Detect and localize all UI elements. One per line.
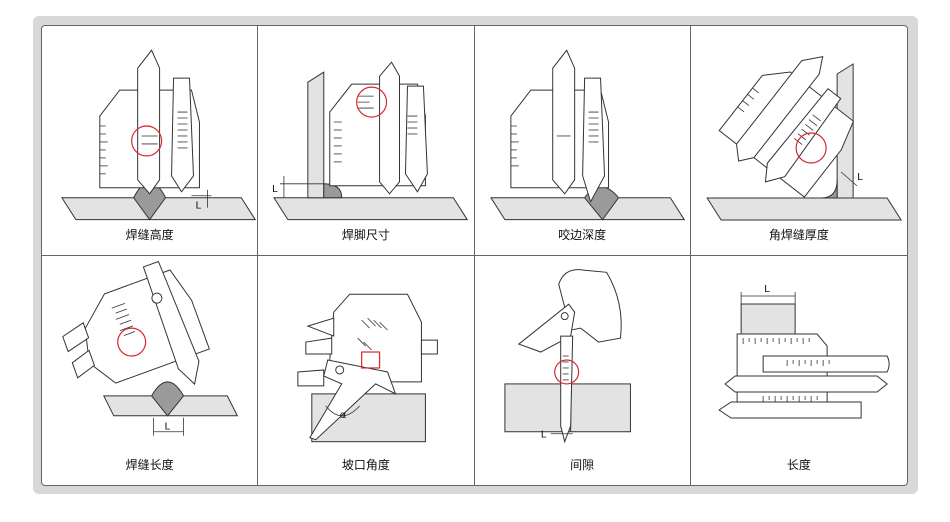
panel-groove-angle: α 坡口角度 xyxy=(258,255,475,485)
panel-weld-height: L 焊缝高度 xyxy=(42,26,259,256)
panel-fillet-throat: L 角焊缝厚度 xyxy=(690,26,907,256)
highlight-circle xyxy=(356,86,388,118)
caption-gap: 间隙 xyxy=(570,458,595,472)
dim-label: α xyxy=(340,409,347,420)
highlight-circle xyxy=(553,358,579,385)
panel-fillet-leg: L 焊脚尺寸 xyxy=(258,26,475,256)
fillet-leg-diagram: L xyxy=(272,61,469,221)
groove-angle-diagram: α xyxy=(297,293,439,442)
caption-fillet-throat: 角焊缝厚度 xyxy=(768,227,829,242)
dim-label: L xyxy=(195,201,201,212)
dim-label: L xyxy=(272,184,278,195)
caption-groove-angle: 坡口角度 xyxy=(341,458,390,472)
fillet-throat-diagram: L xyxy=(705,55,902,221)
dim-label: L xyxy=(857,172,863,183)
highlight-box xyxy=(361,350,381,369)
highlight-circle xyxy=(131,125,163,157)
caption-weld-height: 焊缝高度 xyxy=(125,227,174,242)
highlight-circle xyxy=(795,132,827,164)
caption-length: 长度 xyxy=(786,458,811,472)
dim-label: L xyxy=(540,429,546,440)
undercut-depth-diagram xyxy=(489,49,685,221)
weld-length-diagram: L xyxy=(62,260,239,436)
caption-fillet-leg: 焊脚尺寸 xyxy=(341,227,390,242)
caption-undercut-depth: 咬边深度 xyxy=(558,227,607,242)
panel-gap: L 间隙 xyxy=(475,255,691,485)
dim-label: L xyxy=(165,421,171,432)
diagram-grid: L 焊缝高度 L 焊脚尺寸 xyxy=(41,25,908,486)
panel-weld-length: L 焊缝长度 xyxy=(42,255,259,485)
caption-weld-length: 焊缝长度 xyxy=(125,458,174,472)
panel-undercut-depth: 咬边深度 xyxy=(474,26,691,256)
highlight-circle xyxy=(117,327,147,357)
weld-height-diagram: L xyxy=(61,49,257,221)
panel-length: L 长度 xyxy=(691,256,907,486)
length-diagram: L xyxy=(717,284,890,418)
gap-diagram: L xyxy=(503,268,631,443)
dim-label: L xyxy=(764,284,770,295)
